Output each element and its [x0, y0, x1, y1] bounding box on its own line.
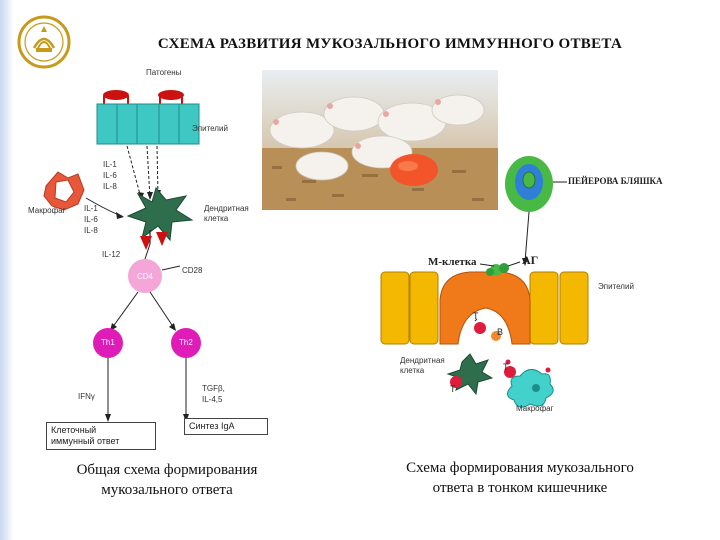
macrophage-label-left: Макрофаг	[28, 206, 66, 215]
cd28-label: CD28	[182, 266, 203, 275]
il12-label: IL-12	[102, 250, 121, 259]
dendritic-label-right-2: клетка	[400, 366, 425, 375]
pathogens-label: Патогены	[146, 68, 182, 77]
cd4-cell	[128, 259, 162, 293]
m-cell	[439, 271, 531, 345]
il-top-3: IL-8	[103, 182, 117, 191]
macrophage-label-right: Макрофаг	[516, 404, 554, 413]
dendritic-label-left-1: Дендритная	[204, 204, 249, 213]
dendritic-label-right-1: Дендритная	[400, 356, 445, 365]
il-mid-2: IL-6	[84, 215, 98, 224]
dendritic-cell-left	[126, 186, 194, 242]
caption-right: Схема формирования мукозального ответа в…	[350, 458, 690, 498]
th1-label: Th1	[101, 338, 115, 347]
cellular-response-box: Клеточный иммунный ответ	[46, 422, 156, 450]
t-cell-right-2	[450, 376, 462, 388]
epithelium-label-left: Эпителий	[192, 124, 228, 133]
t-label-pocket: Т	[473, 311, 479, 321]
tgf-label-1: TGFβ,	[202, 384, 225, 393]
il-mid-3: IL-8	[84, 226, 98, 235]
dendritic-label-left-2: клетка	[204, 214, 229, 223]
university-logo-icon	[17, 15, 71, 69]
epithelium-cell-5	[178, 103, 200, 145]
epithelium-label-right: Эпителий	[598, 282, 634, 291]
cd4-label: CD4	[137, 272, 154, 281]
t-label-right-2: Т	[450, 384, 456, 394]
pathogen-2	[158, 90, 184, 100]
antigen-label: АГ	[522, 253, 539, 267]
ifn-label: IFNγ	[78, 392, 95, 401]
cellular-response-line-1: Клеточный	[51, 425, 97, 435]
il-mid-1: IL-1	[84, 204, 98, 213]
b-label-pocket: В	[497, 327, 504, 337]
left-gradient-strip	[0, 0, 14, 540]
caption-left-line-2: мукозального ответа	[101, 482, 233, 498]
macrophage-right	[507, 369, 554, 408]
th1-cell	[93, 328, 123, 358]
tgf-label-2: IL-4,5	[202, 395, 223, 404]
t-cell-right-1	[504, 366, 516, 378]
cellular-response-line-2: иммунный ответ	[51, 436, 120, 446]
mice-photo	[262, 70, 498, 210]
iga-synthesis-label: Синтез IgA	[189, 421, 235, 431]
il-top-2: IL-6	[103, 171, 117, 180]
caption-left-line-1: Общая схема формирования	[76, 462, 258, 478]
th2-label: Th2	[179, 338, 193, 347]
pathogen-1	[103, 90, 129, 100]
iga-synthesis-box: Синтез IgA	[184, 418, 268, 435]
t-cell-pocket	[474, 322, 486, 334]
m-cell-label: М-клетка	[428, 256, 477, 268]
caption-right-line-1: Схема формирования мукозального	[406, 460, 634, 476]
caption-right-line-2: ответа в тонком кишечнике	[432, 480, 608, 496]
caption-left: Общая схема формирования мукозального от…	[24, 460, 310, 500]
il-top-1: IL-1	[103, 160, 117, 169]
right-epithelium	[380, 271, 589, 345]
peyer-patch-label: ПЕЙЕРОВА БЛЯШКА	[568, 176, 663, 186]
page-title: СХЕМА РАЗВИТИЯ МУКОЗАЛЬНОГО ИММУННОГО ОТ…	[157, 36, 623, 52]
b-cell-pocket	[491, 331, 501, 341]
th2-cell	[171, 328, 201, 358]
t-label-right-1: Т	[503, 362, 509, 372]
